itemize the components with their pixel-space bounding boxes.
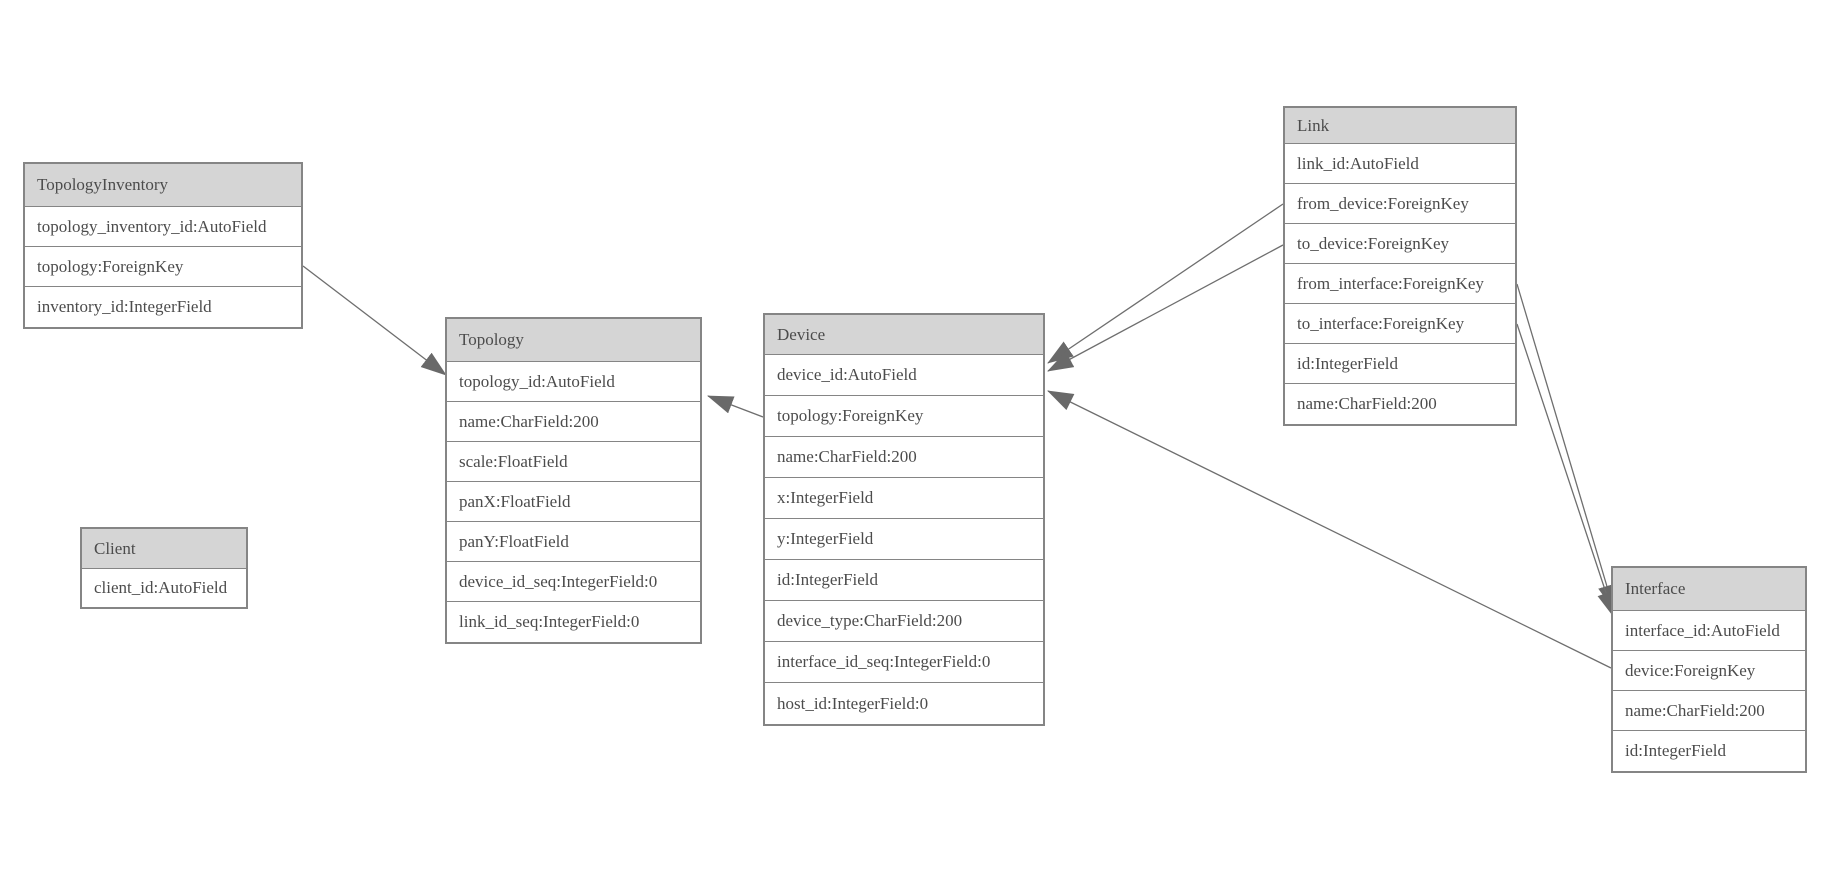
entity-device-field-row: interface_id_seq:IntegerField:0 (765, 642, 1043, 683)
edge-link-from_device-to-device (1047, 203, 1284, 364)
entity-device-field-row: host_id:IntegerField:0 (765, 683, 1043, 724)
entity-interface-field-row: id:IntegerField (1613, 731, 1805, 771)
entity-topology-inventory-field-row: inventory_id:IntegerField (25, 287, 301, 327)
entity-client-field-row: client_id:AutoField (82, 569, 246, 607)
entity-link-title: Link (1285, 108, 1515, 144)
entity-topology-field-row: topology_id:AutoField (447, 362, 700, 402)
edge-link-to_interface-to-interface (1516, 323, 1615, 618)
entity-device-field-row: name:CharField:200 (765, 437, 1043, 478)
entity-link-field-row: to_device:ForeignKey (1285, 224, 1515, 264)
entity-interface-field-row: interface_id:AutoField (1613, 611, 1805, 651)
entity-interface-field-row: device:ForeignKey (1613, 651, 1805, 691)
entity-device-field-row: topology:ForeignKey (765, 396, 1043, 437)
entity-topology-title: Topology (447, 319, 700, 362)
entity-device-field-row: id:IntegerField (765, 560, 1043, 601)
edge-link-from_interface-to-interface (1516, 283, 1616, 611)
entity-topology-field-row: panX:FloatField (447, 482, 700, 522)
entity-topology-inventory-field-row: topology_inventory_id:AutoField (25, 207, 301, 247)
entity-device-field-row: y:IntegerField (765, 519, 1043, 560)
entity-device-field-row: device_type:CharField:200 (765, 601, 1043, 642)
edge-topologyinventory-topology-to-topology (302, 265, 447, 376)
entity-device-field-row: device_id:AutoField (765, 355, 1043, 396)
entity-topology-field-row: scale:FloatField (447, 442, 700, 482)
entity-interface-title: Interface (1613, 568, 1805, 611)
edge-link-to_device-to-device (1047, 244, 1284, 372)
entity-link-field-row: to_interface:ForeignKey (1285, 304, 1515, 344)
entity-link-field-row: id:IntegerField (1285, 344, 1515, 384)
entity-interface-field-row: name:CharField:200 (1613, 691, 1805, 731)
entity-topology-field-row: device_id_seq:IntegerField:0 (447, 562, 700, 602)
entity-topology-inventory-field-row: topology:ForeignKey (25, 247, 301, 287)
entity-topology-field-row: panY:FloatField (447, 522, 700, 562)
edge-device-topology-to-topology (707, 395, 764, 418)
entity-topology-inventory-title: TopologyInventory (25, 164, 301, 207)
entity-topology-field-row: name:CharField:200 (447, 402, 700, 442)
entity-link-field-row: name:CharField:200 (1285, 384, 1515, 424)
entity-link-field-row: from_interface:ForeignKey (1285, 264, 1515, 304)
entity-topology-field-row: link_id_seq:IntegerField:0 (447, 602, 700, 642)
edge-interface-device-to-device (1047, 390, 1612, 669)
entity-client-title: Client (82, 529, 246, 569)
entity-device-title: Device (765, 315, 1043, 355)
entity-link-field-row: from_device:ForeignKey (1285, 184, 1515, 224)
entity-device-field-row: x:IntegerField (765, 478, 1043, 519)
entity-link-field-row: link_id:AutoField (1285, 144, 1515, 184)
